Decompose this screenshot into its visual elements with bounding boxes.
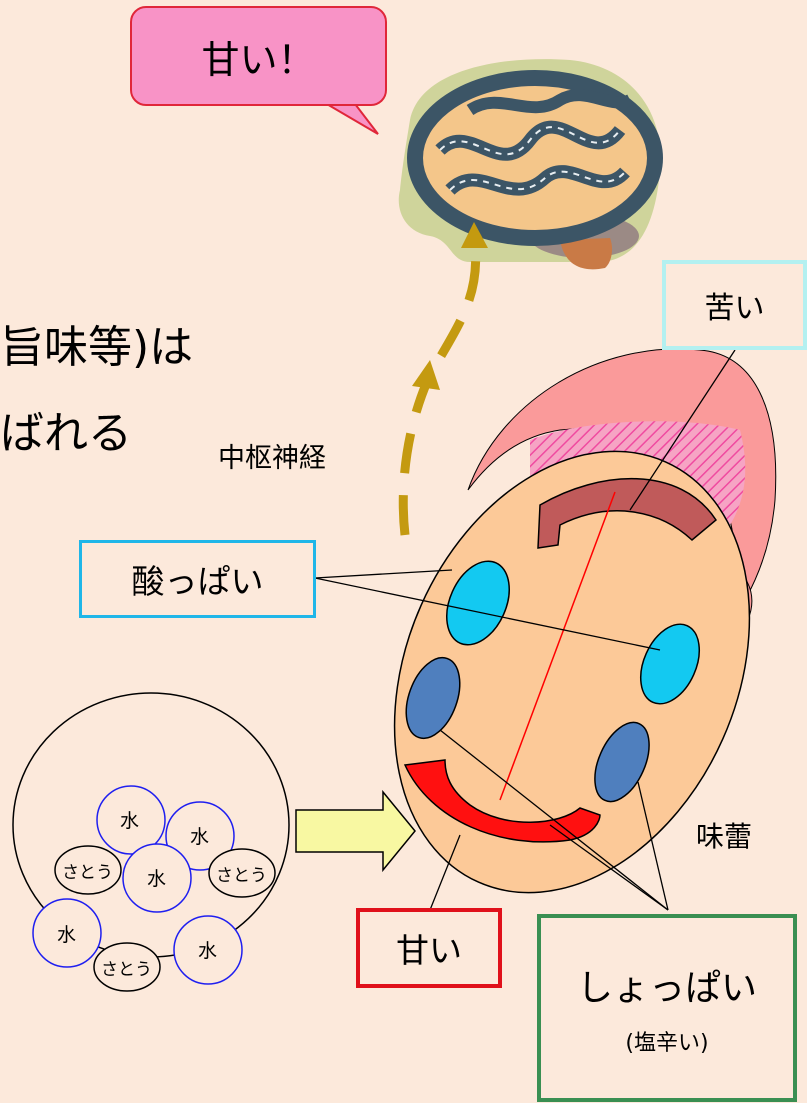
solution-particles (32, 785, 276, 992)
water-label: 水 (120, 810, 140, 832)
sweet-label: 甘い (396, 931, 462, 970)
sour-region-right (639, 623, 701, 705)
brain-illustration (398, 59, 663, 270)
taste-bud-label: 味蕾 (696, 820, 753, 853)
central-nerve-label: 中枢神経 (218, 443, 326, 474)
salty-label-box: しょっぱい (塩辛い) (537, 914, 797, 1102)
tongue-midline (499, 491, 616, 801)
sugar-molecule (54, 845, 122, 895)
salty-note: (塩辛い) (625, 1031, 709, 1056)
sugar-molecule (93, 942, 161, 992)
salty-region-left (405, 656, 461, 740)
water-molecule (173, 915, 243, 985)
water-molecule (96, 785, 166, 855)
water-molecule (32, 898, 102, 968)
water-label: 水 (198, 940, 218, 962)
water-label: 水 (190, 826, 210, 848)
nerve-signal-arrow (398, 222, 488, 536)
salty-region-right (594, 721, 650, 803)
sugar-label: さとう (101, 960, 152, 980)
sour-region-left (446, 560, 510, 646)
dissolve-arrow (295, 789, 416, 873)
salty-label: しょっぱい (576, 968, 757, 1009)
speech-bubble-text: 甘い！ (201, 37, 316, 82)
sugar-label: さとう (62, 863, 113, 883)
sugar-label: さとう (216, 866, 267, 886)
water-label: 水 (57, 924, 77, 946)
headline-line-2: ばれる (0, 408, 132, 459)
sweet-label-box: 甘い (356, 908, 502, 988)
sweet-region (403, 759, 601, 843)
bitter-label-box: 苦い (662, 260, 807, 350)
water-label: 水 (147, 868, 167, 890)
headline-line-1: 旨味等)は (0, 322, 194, 373)
bitter-label: 苦い (704, 291, 765, 326)
speech-bubble: 甘い！ (130, 6, 387, 106)
leader-lines (314, 349, 736, 911)
water-molecule (165, 801, 235, 871)
sugar-molecule (208, 848, 276, 898)
sour-label: 酸っぱい (131, 562, 264, 601)
water-molecule (122, 843, 192, 913)
sour-label-box: 酸っぱい (79, 540, 316, 618)
bitter-region (537, 477, 717, 549)
